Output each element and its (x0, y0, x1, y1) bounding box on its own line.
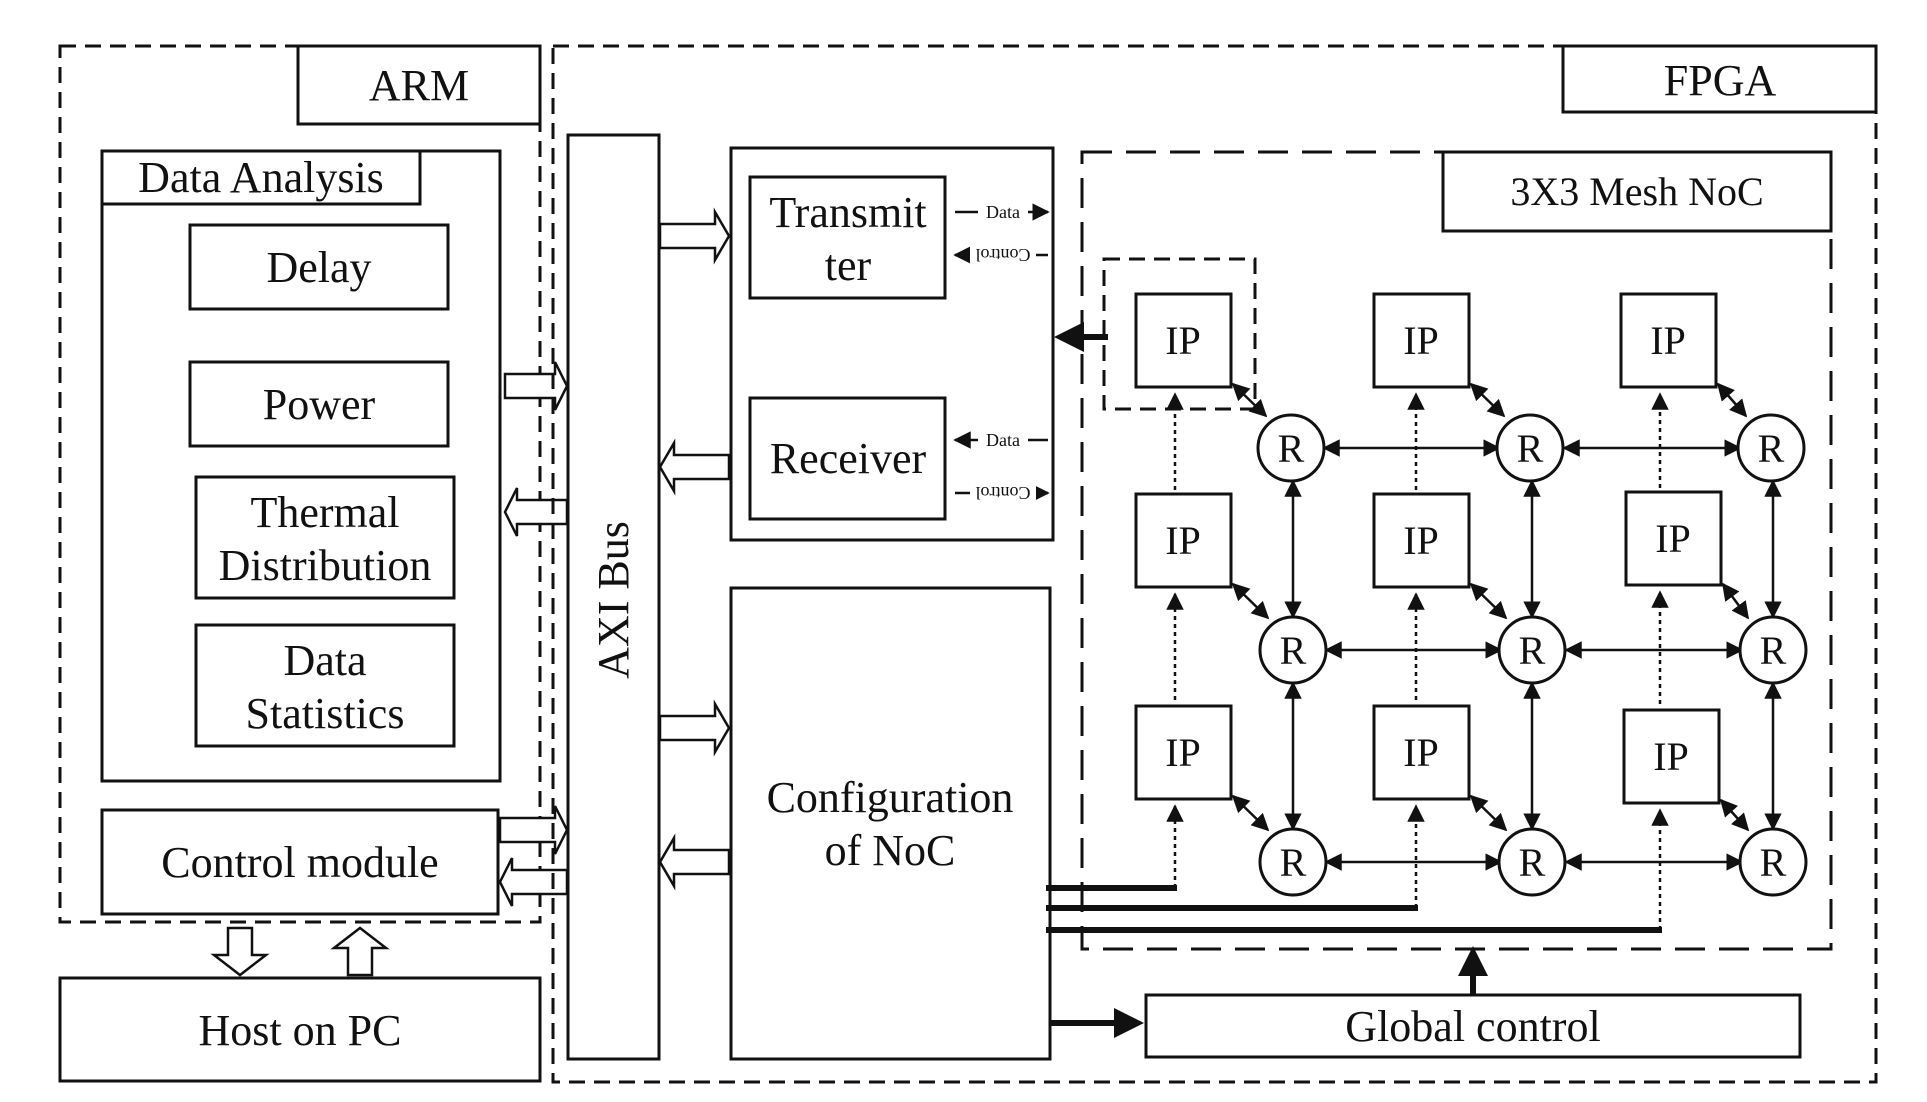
axi-to-control-arrow (498, 857, 569, 907)
ip-core-1-label: IP (1165, 318, 1201, 363)
ip-core-1 (1134, 292, 1233, 389)
axi-to-thermal-arrow (503, 487, 569, 537)
transmitter-label-2: ter (825, 241, 872, 290)
ip-core-7 (1134, 704, 1233, 801)
ip-router-link-1 (1231, 382, 1268, 418)
data-statistics-box (194, 623, 456, 748)
router-5 (1497, 615, 1567, 685)
transmitter-label-1: Transmit (769, 188, 926, 237)
ip-router-link-8 (1469, 794, 1508, 832)
ip-router-link-3 (1716, 382, 1748, 418)
ip-core-6 (1624, 490, 1723, 587)
thermal-distribution-box (194, 475, 456, 600)
ip-router-link-5 (1469, 582, 1508, 620)
router-5-label: R (1519, 628, 1546, 673)
noc-configuration-label-2: of NoC (825, 826, 956, 875)
router-3 (1736, 413, 1806, 483)
ip-core-4 (1134, 492, 1233, 589)
statistics-label-2: Statistics (246, 689, 405, 738)
delay-label: Delay (266, 243, 371, 292)
control-module-box (100, 808, 500, 916)
host-to-control-arrow (330, 926, 390, 977)
router-8 (1497, 827, 1567, 897)
global-control-box (1144, 993, 1802, 1059)
transmitter-control-label: Control (975, 245, 1030, 265)
ip-core-3-label: IP (1650, 318, 1686, 363)
receiver-control-label: Control (975, 483, 1030, 503)
receiver-label: Receiver (770, 434, 927, 483)
ip-router-link-7 (1231, 794, 1270, 832)
router-6 (1738, 615, 1808, 685)
router-6-label: R (1760, 628, 1787, 673)
receiver-to-axi-arrow (658, 438, 731, 496)
control-module-label: Control module (161, 838, 438, 887)
receiver-box (748, 396, 947, 521)
arm-title-box (296, 44, 542, 126)
axi-bus (566, 133, 661, 1061)
ip-core-2-label: IP (1403, 318, 1439, 363)
receiver-data-label: Data (986, 430, 1020, 450)
router-7 (1258, 827, 1328, 897)
ip-core-5 (1372, 492, 1471, 589)
thermal-label-1: Thermal (250, 488, 399, 537)
host-pc-label: Host on PC (199, 1006, 402, 1055)
noc-configuration-label-1: Configuration (767, 773, 1014, 822)
ip-router-link-9 (1719, 798, 1750, 832)
ip-core-6-label: IP (1655, 516, 1691, 561)
ip-core-2 (1372, 292, 1471, 389)
mesh-noc-title-box (1441, 150, 1833, 233)
ip-core-9-label: IP (1653, 734, 1689, 779)
transmitter-data-label: Data (986, 202, 1020, 222)
arm-title: ARM (369, 61, 469, 110)
router-2-label: R (1517, 426, 1544, 471)
router-2 (1495, 413, 1565, 483)
router-3-label: R (1758, 426, 1785, 471)
data-analysis-title: Data Analysis (138, 153, 384, 202)
statistics-label-1: Data (283, 636, 366, 685)
control-to-axi-arrow (498, 805, 569, 855)
transmitter-control-label-bg (970, 244, 1036, 264)
mesh-noc-title: 3X3 Mesh NoC (1510, 169, 1763, 214)
ip-router-link-4 (1231, 582, 1270, 620)
transmitter-data-label-bg (978, 201, 1028, 221)
router-1 (1256, 413, 1326, 483)
ip-core-4-label: IP (1165, 518, 1201, 563)
ip-router-link-2 (1469, 382, 1506, 418)
receiver-data-label-bg (978, 429, 1028, 449)
ip-core-5-label: IP (1403, 518, 1439, 563)
router-8-label: R (1519, 840, 1546, 885)
receiver-control-label-bg (970, 482, 1036, 502)
host-pc-box (58, 976, 542, 1083)
ip-core-8 (1372, 704, 1471, 801)
power-box (188, 360, 450, 448)
global-control-label: Global control (1345, 1002, 1600, 1051)
router-9 (1738, 827, 1808, 897)
ip-router-link-6 (1721, 582, 1750, 620)
power-label: Power (263, 380, 376, 429)
thermal-label-2: Distribution (219, 541, 432, 590)
router-4-label: R (1280, 628, 1307, 673)
noc-configuration-box (729, 586, 1052, 1061)
config-to-axi-arrow (658, 833, 731, 891)
fpga-title-box (1561, 44, 1878, 114)
fpga-region (551, 44, 1878, 1084)
axi-to-transmitter-arrow (658, 207, 731, 265)
fpga-title: FPGA (1664, 56, 1777, 105)
ip-core-8-label: IP (1403, 730, 1439, 775)
router-7-label: R (1280, 840, 1307, 885)
control-to-host-arrow (210, 926, 270, 977)
axi-to-config-arrow (658, 699, 731, 757)
data-analysis-title-box (100, 149, 422, 206)
ip-core-9 (1622, 708, 1721, 805)
router-1-label: R (1278, 426, 1305, 471)
axi-bus-label: AXI Bus (589, 521, 638, 679)
power-to-axi-arrow (503, 361, 569, 411)
ip-core-3 (1619, 292, 1718, 389)
router-4 (1258, 615, 1328, 685)
delay-box (188, 223, 450, 311)
router-9-label: R (1760, 840, 1787, 885)
ip-core-7-label: IP (1165, 730, 1201, 775)
transmitter-box (748, 175, 947, 300)
